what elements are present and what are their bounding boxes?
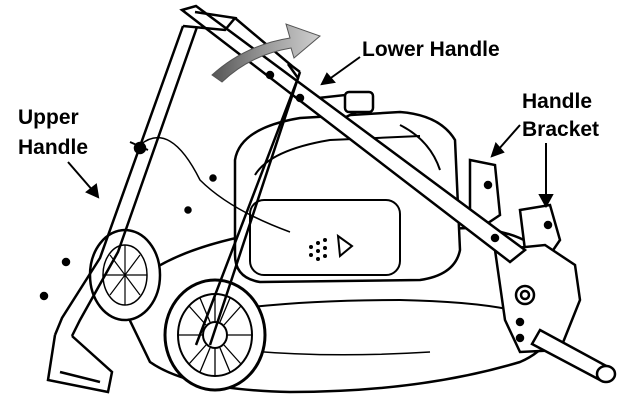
handle-bracket-label-line1: Handle bbox=[522, 90, 593, 113]
rotation-arrow bbox=[211, 23, 321, 83]
control-cable bbox=[139, 136, 291, 233]
upper-handle-label-line1: Upper bbox=[18, 106, 79, 129]
engine-vent bbox=[309, 233, 354, 261]
leader-lines bbox=[67, 56, 554, 209]
rear-axle bbox=[530, 328, 617, 384]
handle-bracket-label-line2: Bracket bbox=[522, 118, 600, 141]
engine bbox=[233, 90, 462, 284]
upper-handle-label-line2: Handle bbox=[18, 136, 89, 159]
lower-handle-label: Lower Handle bbox=[362, 38, 500, 61]
rear-wheel bbox=[88, 228, 162, 322]
front-wheel bbox=[163, 278, 267, 392]
upper-handle-frame bbox=[39, 10, 302, 394]
handle-bracket bbox=[468, 158, 582, 354]
lower-handle-tube bbox=[179, 4, 528, 264]
